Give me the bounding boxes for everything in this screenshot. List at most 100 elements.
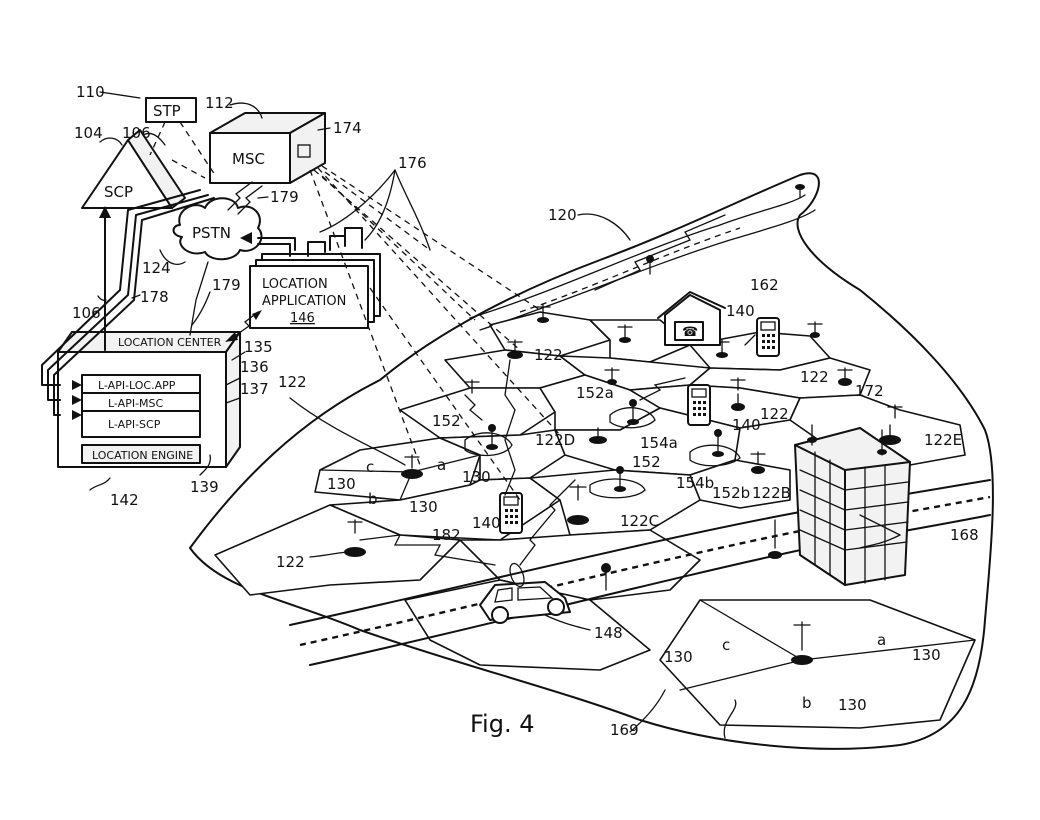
ref-142: 142 — [110, 491, 139, 509]
lapi-scp-label: L-API-SCP — [108, 418, 161, 431]
ref-152b2: 152b — [712, 484, 750, 502]
ref-162: 162 — [750, 276, 779, 294]
base-stations — [344, 184, 903, 665]
leader — [859, 534, 901, 549]
link-app-pstn — [257, 237, 296, 251]
leader — [309, 551, 351, 558]
leader — [191, 291, 211, 326]
cell-phone-icon — [499, 492, 523, 534]
radio-link — [594, 214, 726, 291]
antenna-icon — [535, 304, 551, 323]
sector-a: a — [437, 456, 446, 474]
antenna-icon — [837, 367, 853, 386]
leader — [225, 397, 241, 404]
arrow-head — [252, 310, 262, 320]
msc-label: MSC — [232, 150, 265, 168]
ref-122B: 122B — [752, 484, 791, 502]
location-app-number: 146 — [290, 311, 315, 326]
ref-112: 112 — [205, 94, 234, 112]
location-center-side — [225, 331, 241, 468]
leader — [577, 213, 631, 241]
antenna-icon — [589, 427, 607, 444]
location-center-label: LOCATION CENTER — [118, 336, 222, 349]
cell-phone-icon — [687, 384, 711, 426]
ref-174: 174 — [333, 119, 362, 137]
leader — [99, 137, 123, 146]
ref-130a: 130 — [327, 475, 356, 493]
ref-130e: 130 — [912, 646, 941, 664]
antenna-icon — [567, 484, 589, 525]
msc-dashed-links — [309, 165, 561, 501]
ref-122b: 122 — [278, 373, 307, 391]
sector-line — [679, 659, 803, 691]
sector-c2: c — [722, 636, 730, 654]
leader — [159, 249, 186, 265]
cell-grid — [214, 311, 976, 729]
link-pstn-lc — [189, 261, 209, 336]
ref-130f: 130 — [838, 696, 867, 714]
callout-176 — [364, 169, 396, 241]
leader — [99, 91, 141, 99]
ref-135: 135 — [244, 338, 273, 356]
leader — [89, 477, 111, 491]
leader — [629, 689, 666, 733]
ref-122a: 122 — [534, 346, 563, 364]
leader — [317, 127, 331, 131]
leader — [723, 699, 737, 739]
pstn-label: PSTN — [192, 224, 231, 242]
radio-link — [744, 334, 756, 346]
ref-152: 152 — [432, 412, 461, 430]
coverage-blob — [609, 407, 656, 429]
leader — [142, 132, 166, 146]
ref-122e: 122 — [276, 553, 305, 571]
link-app-msc-loop-3 — [344, 227, 363, 249]
lbs-icon — [646, 255, 654, 275]
ref-110: 110 — [76, 83, 105, 101]
sector-a2: a — [877, 631, 886, 649]
arrow-head — [72, 380, 82, 390]
scp-label: SCP — [104, 183, 133, 201]
ref-130d: 130 — [664, 648, 693, 666]
cell — [439, 429, 566, 481]
ref-152a: 152a — [576, 384, 614, 402]
leader — [544, 614, 591, 631]
leader — [859, 514, 901, 536]
leader — [131, 294, 141, 299]
cell — [214, 504, 461, 596]
ref-104: 104 — [74, 124, 103, 142]
ref-124: 124 — [142, 259, 171, 277]
scp-triangle-side — [127, 129, 186, 209]
antenna-icon — [730, 377, 746, 391]
cell — [399, 387, 556, 439]
radio-link — [464, 394, 483, 421]
link-app-lc — [231, 311, 259, 339]
lbs-icon — [486, 424, 498, 450]
ref-139: 139 — [190, 478, 219, 496]
phone-glyph: ☎ — [682, 325, 698, 340]
lapi-scp-row — [81, 410, 201, 438]
location-engine-row — [81, 444, 201, 464]
link-lc-msc — [41, 189, 201, 386]
radio-link — [639, 377, 686, 401]
radio-link — [504, 359, 516, 496]
lbs-icon — [627, 399, 639, 425]
sector-b: b — [368, 490, 378, 508]
link-lc-msc-2 — [47, 194, 209, 401]
ref-169: 169 — [610, 721, 639, 739]
leader — [225, 377, 241, 386]
leader — [199, 454, 211, 476]
link-lc-msc-3 — [53, 197, 215, 416]
callout-176 — [394, 169, 431, 251]
link-pstn-msc — [227, 181, 253, 211]
ref-120: 120 — [548, 206, 577, 224]
sector-line — [411, 454, 481, 473]
ref-106: 106 — [122, 124, 151, 142]
antenna-icon — [795, 184, 805, 199]
road-top-edge — [479, 209, 816, 331]
leader — [289, 397, 406, 466]
cell — [659, 599, 976, 729]
ref-140a: 140 — [726, 302, 755, 320]
leader — [97, 295, 107, 301]
arrow-head — [72, 410, 82, 420]
location-app-line2: APPLICATION — [262, 294, 346, 309]
